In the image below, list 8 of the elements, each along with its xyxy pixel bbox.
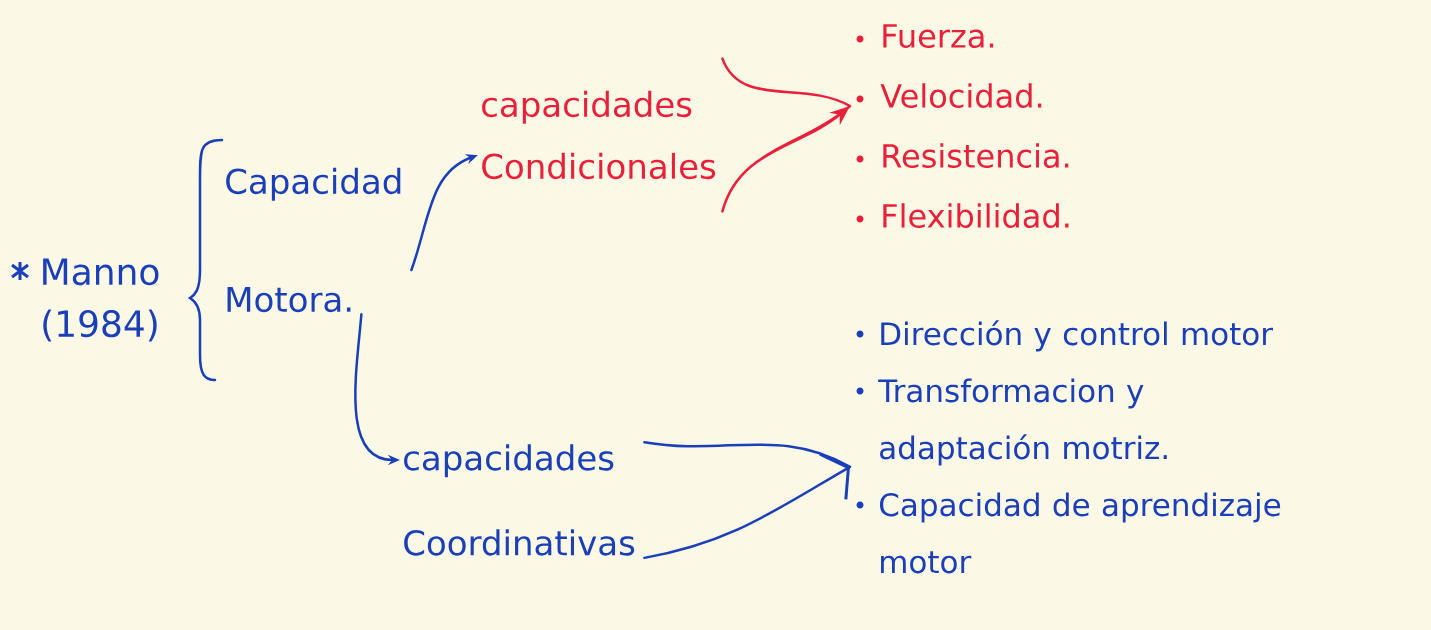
author-label: Manno (1984) [43, 258, 159, 342]
category-label: capacidades Coordinativas [404, 444, 635, 556]
topic-label: Capacidad Motora. [226, 167, 401, 313]
category-label: capacidades Condicionales [482, 90, 716, 180]
bullet-list: Fuerza. Velocidad. Resistencia. Flexibilidad. [880, 24, 1069, 228]
bullet-list: Dirección y control motor Transformacion y adaptación motriz. Capacidad de aprendizaje motor [878, 320, 1281, 574]
arrow [643, 440, 852, 560]
arrow [721, 57, 852, 213]
